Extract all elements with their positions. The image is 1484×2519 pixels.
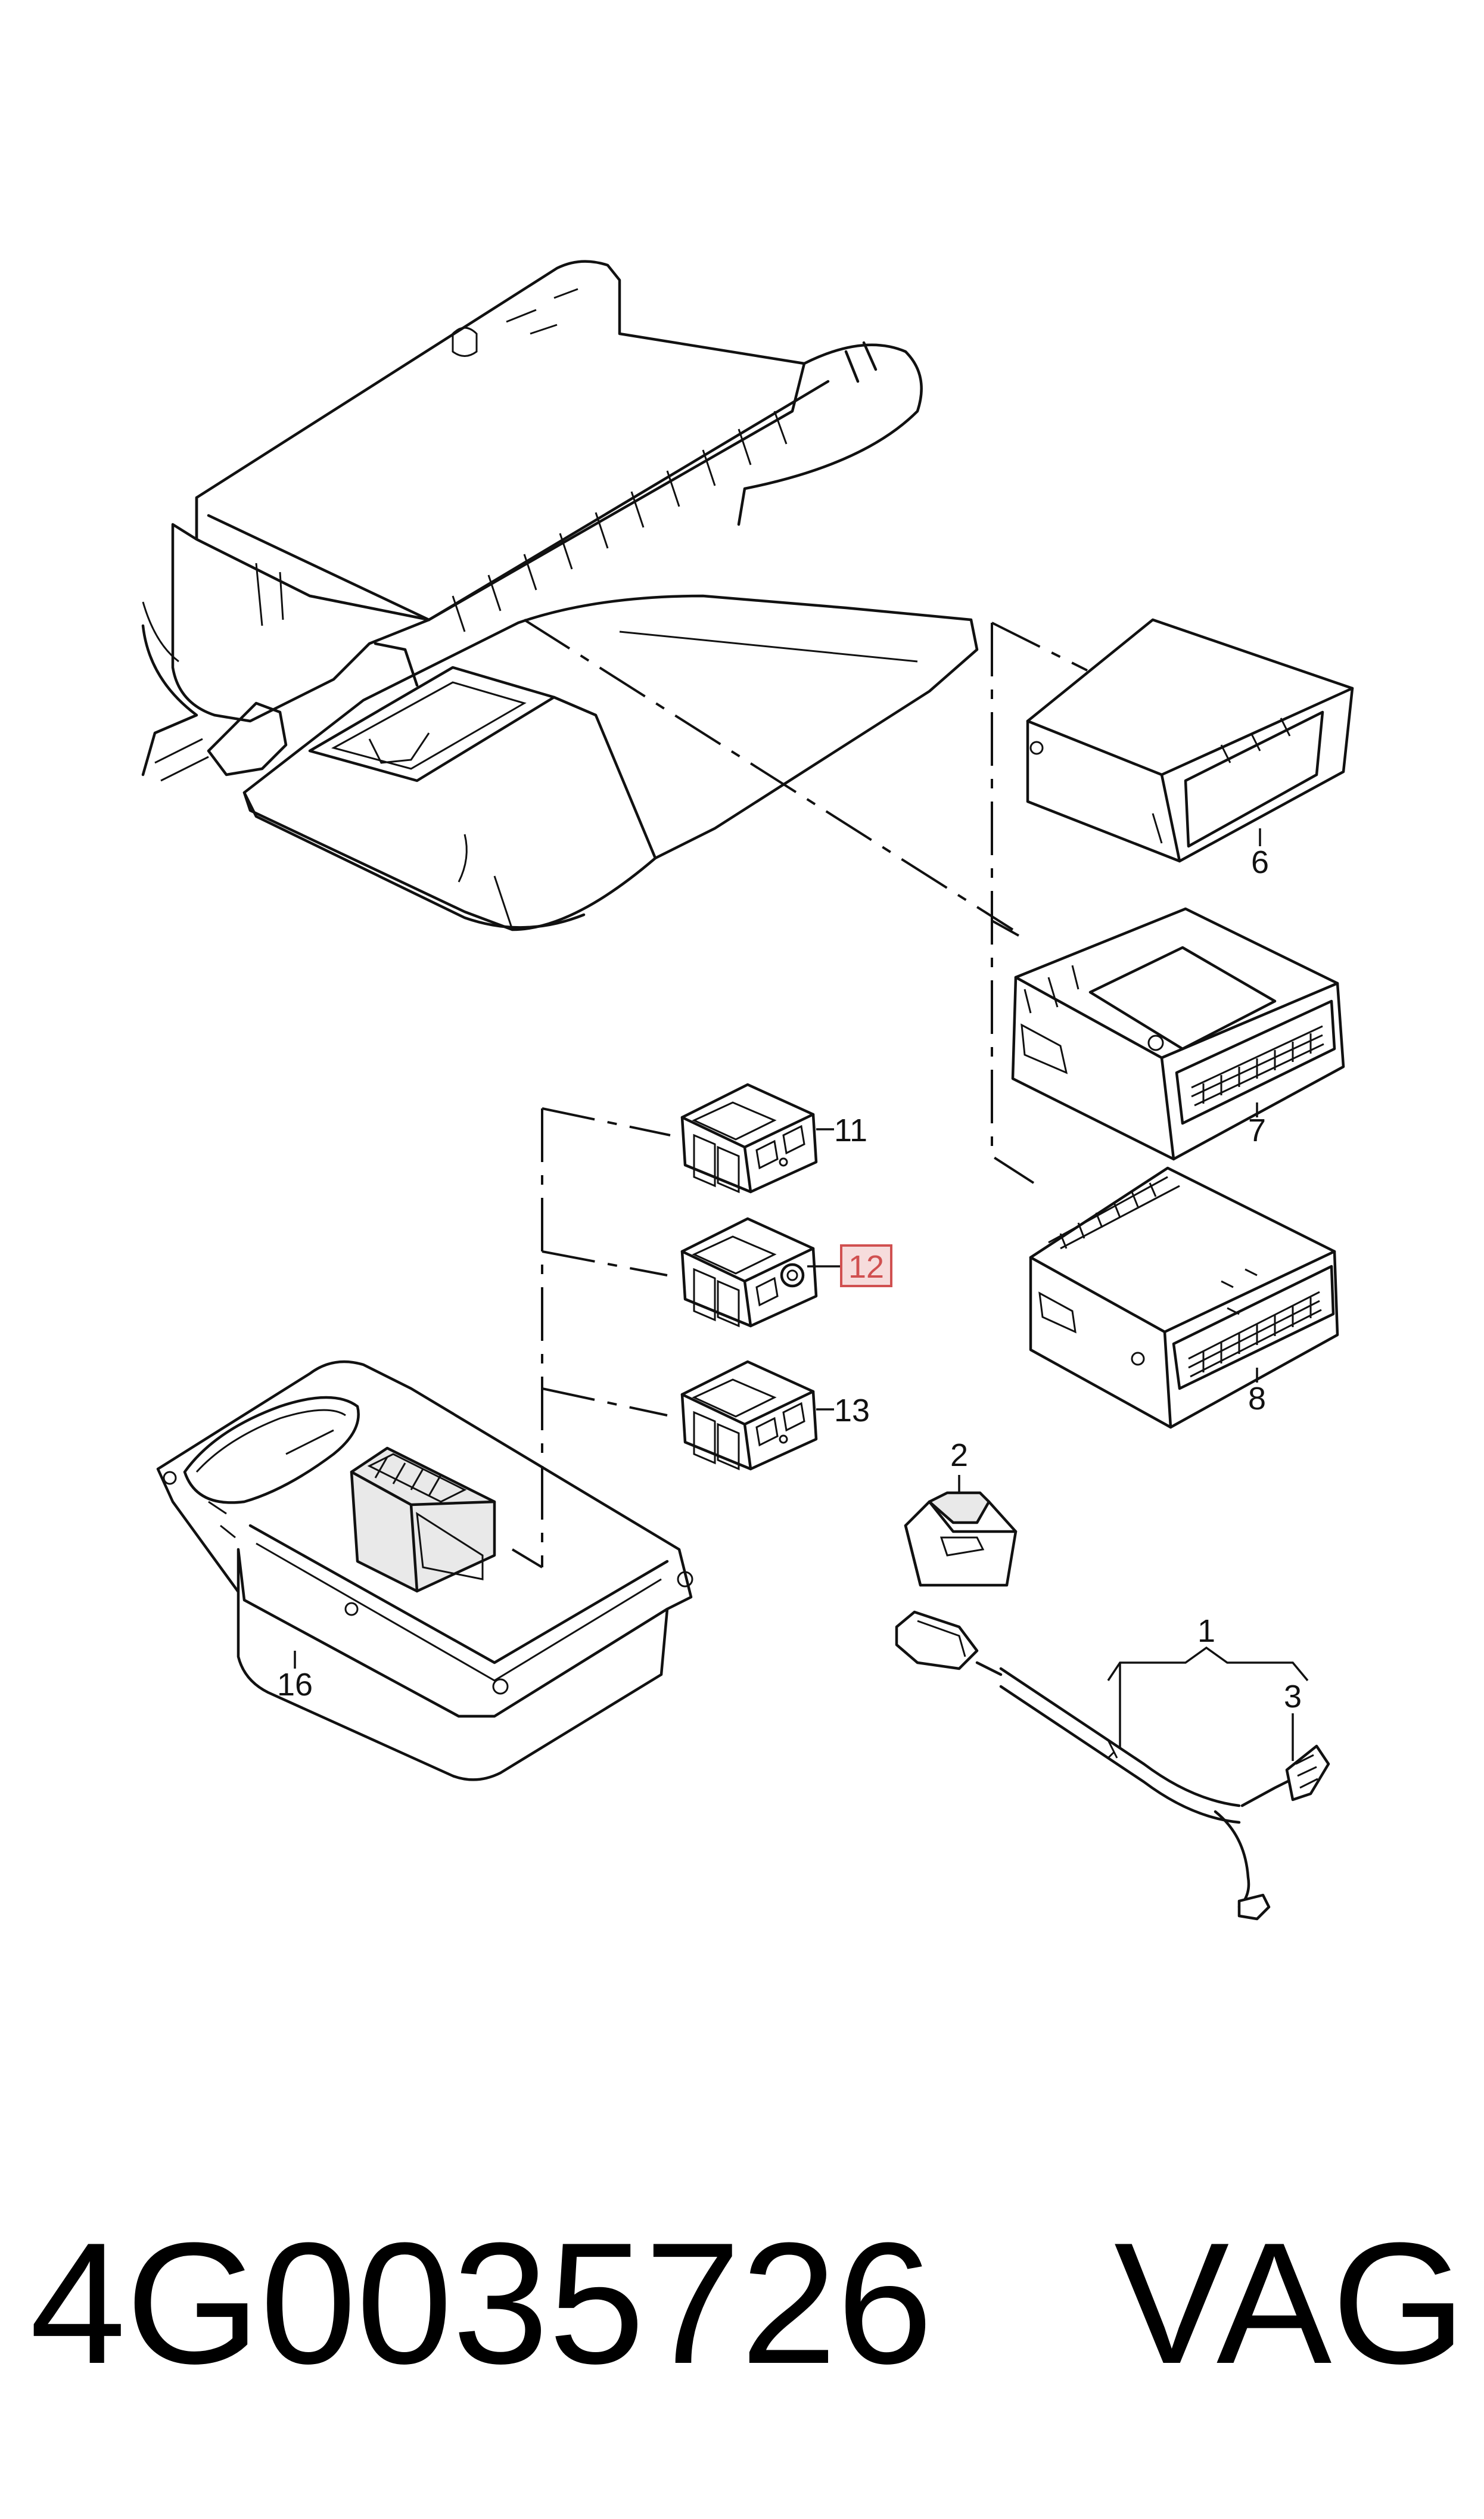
part-11-connector-module bbox=[680, 1083, 818, 1194]
callout-12: 12 bbox=[848, 1249, 884, 1285]
callout-2: 2 bbox=[950, 1437, 968, 1473]
callout-13: 13 bbox=[834, 1393, 870, 1428]
part-12-connector-module bbox=[680, 1217, 818, 1328]
part-2-cover bbox=[904, 1491, 1018, 1587]
callout-16: 16 bbox=[277, 1667, 313, 1703]
part-13-connector-module bbox=[680, 1360, 818, 1471]
callout-7: 7 bbox=[1248, 1113, 1266, 1148]
callout-3: 3 bbox=[1284, 1679, 1302, 1714]
callout-11: 11 bbox=[834, 1113, 867, 1148]
dashboard-glovebox-assembly bbox=[141, 260, 979, 931]
callout-1: 1 bbox=[1197, 1613, 1215, 1649]
callouts: 6 7 8 11 12 13 16 2 1 3 bbox=[277, 828, 1309, 1761]
part-8-media-unit bbox=[1029, 1166, 1339, 1429]
callout-12-highlight-box bbox=[840, 1244, 892, 1287]
callout-8: 8 bbox=[1248, 1381, 1266, 1417]
part-16-console-tray bbox=[156, 1360, 693, 1781]
part-1-cable-harness bbox=[895, 1610, 1330, 1921]
assembly-lines bbox=[511, 619, 1088, 1568]
callout-6: 6 bbox=[1251, 844, 1269, 880]
brand-label: VAG bbox=[1114, 2207, 1466, 2400]
part-6-mounting-frame bbox=[1026, 618, 1354, 863]
part-number: 4G0035726 bbox=[30, 2207, 933, 2400]
part-7-media-unit bbox=[1011, 907, 1345, 1161]
